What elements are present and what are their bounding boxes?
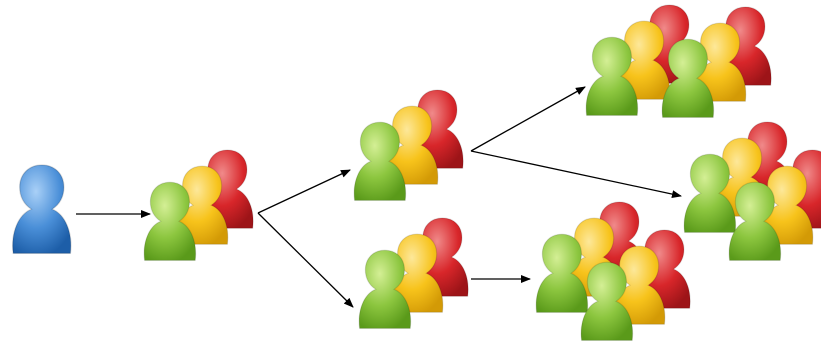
double-user-group-icon-cluster-3b xyxy=(683,121,821,261)
nodes-layer xyxy=(12,4,821,341)
edges-layer xyxy=(76,86,682,308)
user-group-icon-group-1 xyxy=(143,149,254,261)
user-group-icon-group-2b xyxy=(358,217,469,329)
arrow-group-1-to-group-2b xyxy=(257,212,354,308)
double-user-group-icon-cluster-3a xyxy=(585,4,772,118)
double-user-group-icon-cluster-3c xyxy=(535,201,691,341)
arrow-group-2a-to-cluster-3a xyxy=(470,86,586,152)
single-user-icon xyxy=(12,164,72,255)
single-user-icon-origin xyxy=(12,164,72,255)
arrow-group-1-to-group-2a xyxy=(257,169,351,214)
arrow-group-2a-to-cluster-3b xyxy=(470,150,682,199)
user-group-icon xyxy=(358,217,469,329)
user-group-icon xyxy=(143,149,254,261)
user-group-icon-group-2a xyxy=(353,89,464,201)
user-group-icon xyxy=(353,89,464,201)
